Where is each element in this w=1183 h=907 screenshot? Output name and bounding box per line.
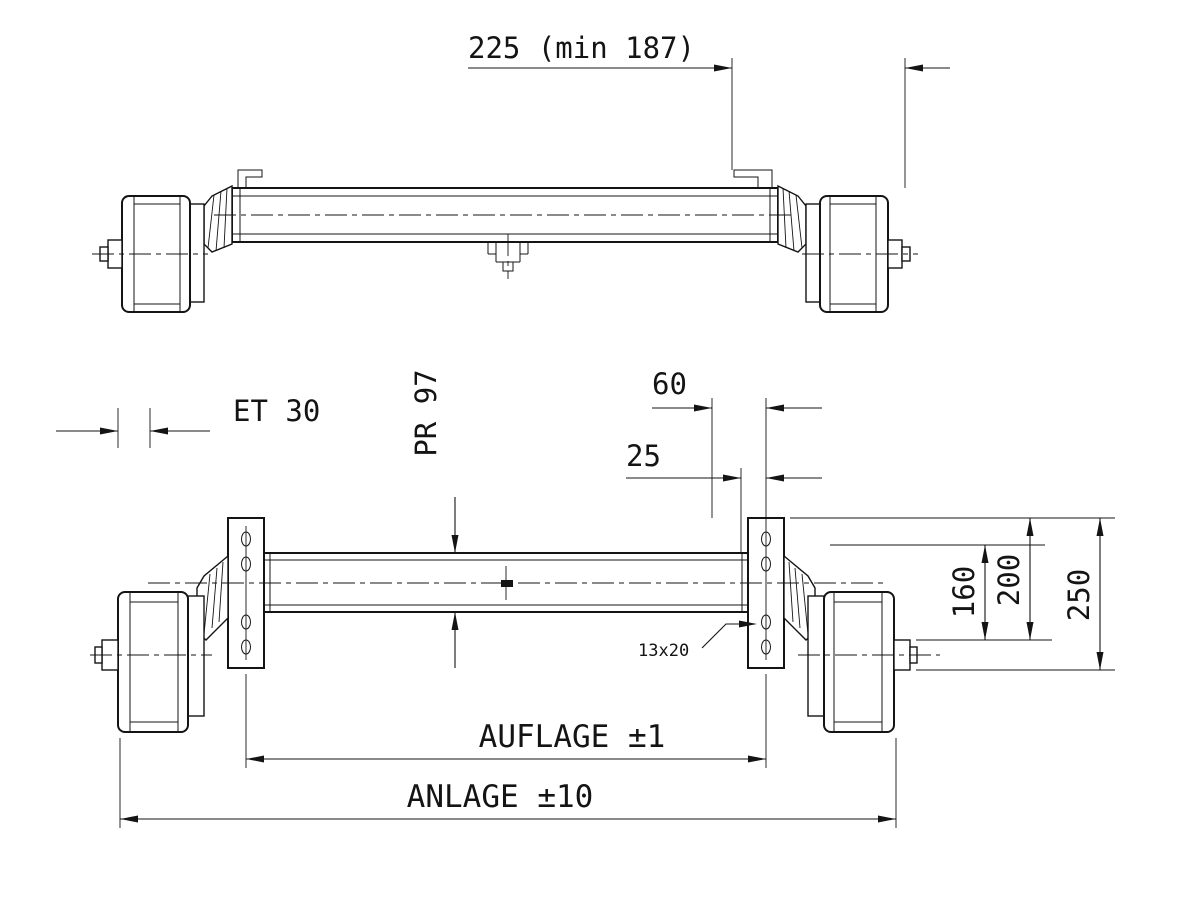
right-bellows-plan (783, 554, 816, 641)
dim-200: 200 (992, 518, 1034, 640)
dim-60-label: 60 (652, 367, 687, 401)
dim-250: 250 (1062, 518, 1104, 670)
axle-tube-plan-view (263, 552, 749, 613)
dim-60: 60 (652, 367, 822, 660)
dim-et30-label: ET 30 (233, 394, 320, 428)
slot-label: 13x20 (638, 641, 689, 661)
dim-25: 25 (626, 439, 822, 553)
top-view-axle (92, 169, 918, 313)
height-reference-lines (790, 517, 1115, 671)
left-hook-bracket (237, 169, 263, 188)
dim-25-label: 25 (626, 439, 661, 473)
right-stub-axle (802, 239, 918, 269)
dim-auflage-label: AUFLAGE ±1 (479, 719, 666, 755)
right-drum-plan (823, 591, 895, 733)
dim-anlage: ANLAGE ±10 (119, 738, 897, 828)
dim-160-label: 160 (947, 566, 981, 618)
dim-200-label: 200 (992, 554, 1026, 606)
dim-anlage-label: ANLAGE ±10 (407, 779, 594, 815)
dim-et30: ET 30 (56, 394, 320, 448)
left-drum-plan (117, 591, 189, 733)
left-stub-axle-plan (90, 639, 212, 671)
callout-slot-13x20: 13x20 (638, 620, 757, 661)
left-mounting-plate (227, 517, 265, 669)
dim-160: 160 (947, 545, 989, 640)
left-stub-axle (92, 239, 208, 269)
right-brake-backplate (805, 203, 821, 303)
left-backplate-plan (187, 595, 205, 717)
tube-center-mark (501, 566, 513, 600)
bottom-view-axle (90, 517, 940, 733)
dim-pr97: PR 97 (409, 369, 459, 668)
dim-225: 225 (min 187) (468, 31, 950, 188)
dim-225-label: 225 (min 187) (468, 31, 695, 65)
left-bellows (203, 184, 233, 253)
dim-250-label: 250 (1062, 569, 1096, 621)
right-backplate-plan (807, 595, 825, 717)
right-stub-axle-plan (798, 639, 940, 671)
center-bracket (487, 234, 529, 279)
dim-auflage: AUFLAGE ±1 (245, 674, 767, 768)
right-bellows (777, 184, 807, 253)
dim-pr97-label: PR 97 (409, 369, 443, 456)
left-brake-backplate (189, 203, 205, 303)
right-hook-bracket (733, 169, 773, 188)
